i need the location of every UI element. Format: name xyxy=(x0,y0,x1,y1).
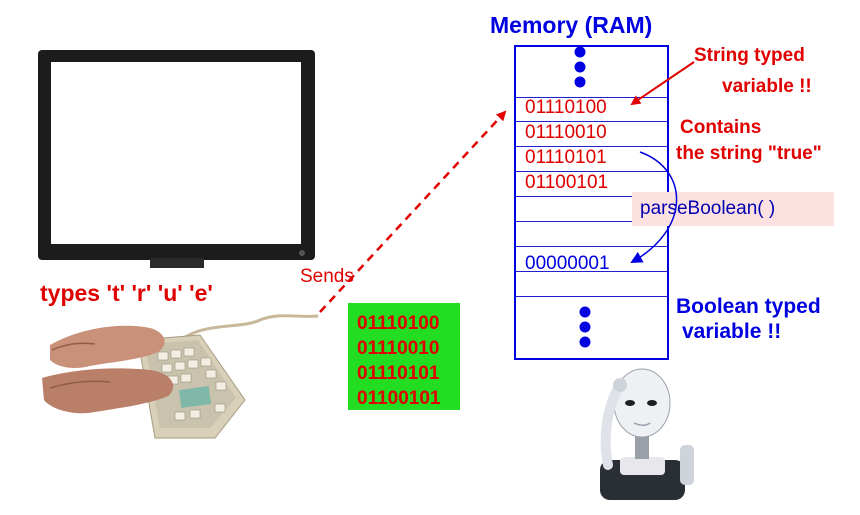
boolean-variable-label: Boolean typed xyxy=(676,295,821,318)
memory-cell: 01100101 xyxy=(525,172,609,193)
transmitted-bit-row: 01100101 xyxy=(357,388,441,409)
power-button-icon xyxy=(299,250,305,256)
memory-divider xyxy=(516,296,667,297)
memory-divider xyxy=(516,146,667,147)
memory-divider xyxy=(516,196,667,197)
ellipsis-dots-icon xyxy=(574,46,586,88)
method-label-background xyxy=(632,192,834,226)
string-variable-label: variable !! xyxy=(722,76,812,97)
boolean-variable-label: variable !! xyxy=(682,320,782,343)
memory-divider xyxy=(516,121,667,122)
memory-cell: 01110010 xyxy=(525,122,607,143)
string-variable-label: String typed xyxy=(694,45,805,66)
keyboard-hands-illustration xyxy=(42,314,319,439)
contains-label: Contains xyxy=(680,117,762,138)
memory-divider xyxy=(516,97,667,98)
sends-label: Sends xyxy=(300,266,354,287)
contains-label: the string "true" xyxy=(676,143,822,164)
parse-boolean-label: parseBoolean( ) xyxy=(640,198,776,219)
parse-arrow xyxy=(630,151,678,263)
string-pointer-arrow xyxy=(630,61,695,106)
monitor-stand xyxy=(150,258,204,268)
memory-divider xyxy=(516,171,667,172)
send-arrow xyxy=(319,110,507,313)
transmitted-bit-row: 01110100 xyxy=(357,313,440,334)
memory-divider xyxy=(516,271,667,272)
transmitted-bit-row: 01110010 xyxy=(357,338,440,359)
memory-title: Memory (RAM) xyxy=(490,12,653,38)
computer-monitor xyxy=(38,50,315,268)
memory-cell: 01110100 xyxy=(525,97,607,118)
monitor-screen xyxy=(51,62,301,244)
thinking-robot-illustration xyxy=(600,368,694,500)
memory-divider xyxy=(516,221,667,222)
boolean-memory-cell: 00000001 xyxy=(525,253,610,274)
memory-cell: 01110101 xyxy=(525,147,607,168)
transmitted-bits-box xyxy=(348,303,460,410)
memory-divider xyxy=(516,246,667,247)
ellipsis-dots-icon xyxy=(579,306,591,348)
types-label: types 't' 'r' 'u' 'e' xyxy=(40,280,213,306)
transmitted-bit-row: 01110101 xyxy=(357,363,440,384)
